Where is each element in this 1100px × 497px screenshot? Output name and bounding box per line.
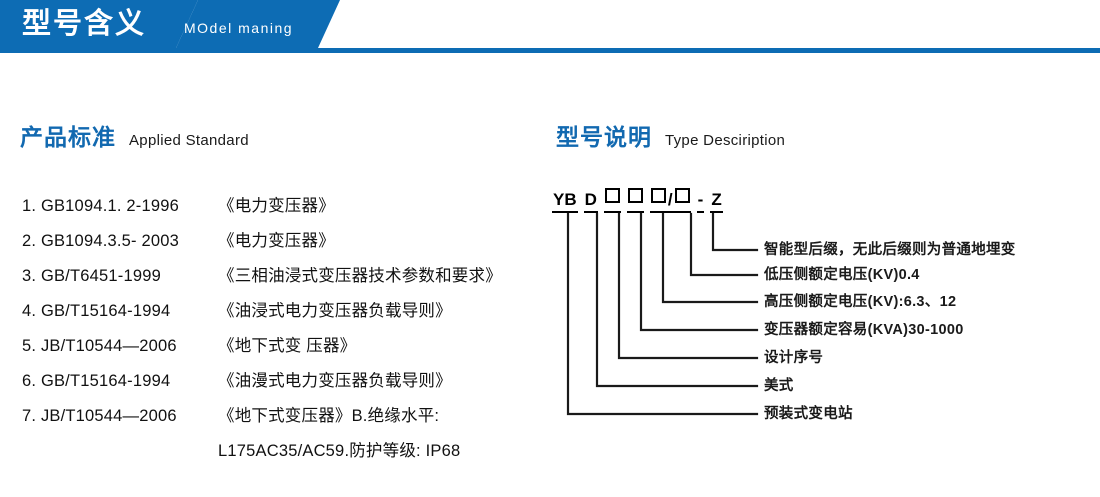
standard-continuation-text: L175AC35/AC59.防护等级: IP68	[218, 442, 461, 460]
standard-code: 5. JB/T10544—2006	[22, 337, 177, 355]
code-segment-yb: YB	[552, 190, 578, 213]
diagram-label-substation: 预装式变电站	[764, 406, 853, 422]
list-item: 7. JB/T10544—2006 《地下式变压器》B.绝缘水平:	[22, 402, 542, 437]
standard-code: 1. GB1094.1. 2-1996	[22, 197, 179, 215]
diagram-label-smart-suffix: 智能型后缀，无此后缀则为普通地埋变	[764, 242, 1016, 258]
standard-title: 《地下式变压器》B.绝缘水平:	[218, 407, 440, 425]
standard-title: 《油浸式电力变压器负载导则》	[218, 302, 452, 320]
leader-line-3	[661, 212, 759, 304]
diagram-label-lv-voltage: 低压侧额定电压(KV)0.4	[764, 267, 920, 283]
square-placeholder-icon	[627, 188, 643, 203]
code-segment-box-2	[626, 188, 644, 213]
header-title-en: MOdel maning	[184, 20, 294, 36]
diagram-label-hv-voltage: 高压侧额定电压(KV):6.3、12	[764, 294, 957, 310]
leader-line-4	[639, 212, 759, 332]
type-description-heading-en: Type Desciription	[665, 132, 786, 149]
diagram-label-design-serial: 设计序号	[764, 350, 824, 366]
diagram-label-american-type: 美式	[764, 378, 794, 394]
type-description-heading: 型号说明 Type Desciription	[556, 118, 785, 152]
applied-standard-heading: 产品标准 Applied Standard	[20, 118, 249, 152]
standard-code: 2. GB1094.3.5- 2003	[22, 232, 179, 250]
page-header: 型号含义 MOdel maning	[0, 0, 1100, 56]
code-segment-box-3	[649, 188, 667, 213]
header-banner-shape-right	[176, 0, 340, 48]
type-code-string: YB D / - Z	[552, 188, 723, 213]
code-segment-z: Z	[710, 190, 723, 213]
header-title-cn: 型号含义	[22, 8, 147, 40]
list-item: 4. GB/T15164-1994 《油浸式电力变压器负载导则》	[22, 297, 542, 332]
standards-list: 1. GB1094.1. 2-1996 《电力变压器》 2. GB1094.3.…	[22, 192, 542, 472]
applied-standard-heading-cn: 产品标准	[20, 124, 116, 150]
list-item: 1. GB1094.1. 2-1996 《电力变压器》	[22, 192, 542, 227]
leader-line-2	[689, 212, 759, 277]
applied-standard-heading-en: Applied Standard	[129, 132, 249, 149]
list-item: 2. GB1094.3.5- 2003 《电力变压器》	[22, 227, 542, 262]
standard-code: 7. JB/T10544—2006	[22, 407, 177, 425]
square-placeholder-icon	[674, 188, 690, 203]
standard-code: 4. GB/T15164-1994	[22, 302, 171, 320]
standard-title: 《电力变压器》	[218, 232, 335, 250]
standard-title: 《地下式变 压器》	[218, 337, 357, 355]
type-description-heading-cn: 型号说明	[556, 124, 652, 150]
square-placeholder-icon	[650, 188, 666, 203]
standard-title: 《油漫式电力变压器负载导则》	[218, 372, 452, 390]
standard-title: 《电力变压器》	[218, 197, 335, 215]
leader-line-connectors	[566, 212, 759, 416]
header-divider-rule	[0, 48, 1100, 53]
code-segment-box-1	[603, 188, 621, 213]
list-item: 3. GB/T6451-1999 《三相油浸式变压器技术参数和要求》	[22, 262, 542, 297]
leader-line-7	[566, 212, 759, 416]
header-banner-shape-left	[0, 0, 198, 48]
standard-title: 《三相油浸式变压器技术参数和要求》	[218, 267, 502, 285]
list-item: 5. JB/T10544—2006 《地下式变 压器》	[22, 332, 542, 367]
code-segment-dash: -	[696, 190, 705, 213]
list-item: 6. GB/T15164-1994 《油漫式电力变压器负载导则》	[22, 367, 542, 402]
leader-line-5	[617, 212, 759, 360]
standard-continuation-row: . L175AC35/AC59.防护等级: IP68	[22, 437, 542, 472]
square-placeholder-icon	[604, 188, 620, 203]
leader-line-1	[711, 212, 759, 252]
type-code-diagram: YB D / - Z	[552, 188, 1092, 440]
code-segment-slash: /	[666, 190, 674, 213]
leader-line-6	[595, 212, 759, 388]
code-segment-box-4	[673, 188, 691, 213]
diagram-label-rated-capacity: 变压器额定容易(KVA)30-1000	[764, 322, 964, 338]
standard-code: 6. GB/T15164-1994	[22, 372, 171, 390]
standard-code: 3. GB/T6451-1999	[22, 267, 161, 285]
code-segment-d: D	[583, 190, 598, 213]
